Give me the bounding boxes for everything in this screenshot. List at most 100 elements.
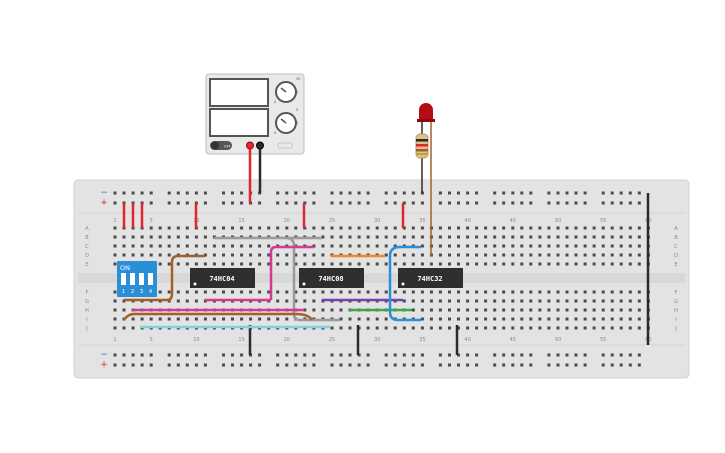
breadboard-hole[interactable] xyxy=(330,191,334,195)
breadboard-hole[interactable] xyxy=(339,308,343,312)
breadboard-hole[interactable] xyxy=(411,235,415,239)
breadboard-hole[interactable] xyxy=(203,253,207,257)
breadboard-hole[interactable] xyxy=(466,353,470,357)
breadboard-hole[interactable] xyxy=(628,253,632,257)
breadboard-hole[interactable] xyxy=(484,299,488,303)
breadboard-hole[interactable] xyxy=(556,363,560,367)
signal-wires[interactable] xyxy=(122,236,421,329)
breadboard-hole[interactable] xyxy=(375,235,379,239)
breadboard-hole[interactable] xyxy=(131,353,135,357)
breadboard-hole[interactable] xyxy=(402,326,406,330)
breadboard-hole[interactable] xyxy=(547,262,551,266)
breadboard-hole[interactable] xyxy=(357,262,361,266)
breadboard-hole[interactable] xyxy=(393,253,397,257)
breadboard-hole[interactable] xyxy=(375,262,379,266)
breadboard-hole[interactable] xyxy=(529,235,533,239)
breadboard-hole[interactable] xyxy=(113,353,117,357)
breadboard-hole[interactable] xyxy=(113,191,117,195)
breadboard-hole[interactable] xyxy=(384,353,388,357)
breadboard-hole[interactable] xyxy=(574,308,578,312)
breadboard-hole[interactable] xyxy=(185,226,189,230)
breadboard-hole[interactable] xyxy=(158,244,162,248)
breadboard-hole[interactable] xyxy=(511,290,515,294)
breadboard-hole[interactable] xyxy=(520,235,524,239)
breadboard-hole[interactable] xyxy=(565,363,569,367)
breadboard-hole[interactable] xyxy=(375,317,379,321)
breadboard-hole[interactable] xyxy=(176,235,180,239)
breadboard-hole[interactable] xyxy=(520,353,524,357)
breadboard-hole[interactable] xyxy=(348,191,352,195)
breadboard-hole[interactable] xyxy=(249,317,253,321)
breadboard-hole[interactable] xyxy=(411,262,415,266)
breadboard-hole[interactable] xyxy=(511,317,515,321)
breadboard-hole[interactable] xyxy=(637,317,641,321)
breadboard-hole[interactable] xyxy=(583,317,587,321)
breadboard-hole[interactable] xyxy=(420,226,424,230)
breadboard-hole[interactable] xyxy=(583,308,587,312)
breadboard-hole[interactable] xyxy=(475,317,479,321)
breadboard-hole[interactable] xyxy=(339,290,343,294)
dip-toggle[interactable] xyxy=(121,273,126,285)
breadboard-hole[interactable] xyxy=(610,353,614,357)
breadboard-hole[interactable] xyxy=(402,299,406,303)
breadboard-hole[interactable] xyxy=(203,191,207,195)
breadboard-hole[interactable] xyxy=(258,262,262,266)
breadboard-hole[interactable] xyxy=(312,290,316,294)
breadboard-hole[interactable] xyxy=(149,191,153,195)
breadboard-hole[interactable] xyxy=(547,244,551,248)
breadboard-hole[interactable] xyxy=(628,290,632,294)
breadboard-hole[interactable] xyxy=(222,353,225,357)
breadboard-hole[interactable] xyxy=(574,299,578,303)
breadboard-hole[interactable] xyxy=(547,308,551,312)
breadboard-hole[interactable] xyxy=(176,191,180,195)
breadboard-hole[interactable] xyxy=(592,326,596,330)
breadboard-hole[interactable] xyxy=(321,226,325,230)
breadboard-hole[interactable] xyxy=(619,363,623,367)
breadboard-hole[interactable] xyxy=(240,253,244,257)
breadboard-hole[interactable] xyxy=(547,191,551,195)
breadboard-hole[interactable] xyxy=(285,253,289,257)
breadboard-hole[interactable] xyxy=(366,191,370,195)
breadboard-hole[interactable] xyxy=(511,363,515,367)
breadboard-hole[interactable] xyxy=(601,353,605,357)
breadboard-hole[interactable] xyxy=(312,308,316,312)
breadboard-hole[interactable] xyxy=(592,299,596,303)
breadboard-hole[interactable] xyxy=(384,226,388,230)
breadboard-hole[interactable] xyxy=(149,244,153,248)
breadboard-hole[interactable] xyxy=(113,299,117,303)
breadboard-hole[interactable] xyxy=(366,290,370,294)
breadboard-hole[interactable] xyxy=(628,226,632,230)
breadboard-hole[interactable] xyxy=(258,244,262,248)
breadboard-hole[interactable] xyxy=(185,191,189,195)
breadboard-hole[interactable] xyxy=(384,235,388,239)
breadboard-hole[interactable] xyxy=(547,363,551,367)
breadboard-hole[interactable] xyxy=(357,317,361,321)
breadboard-hole[interactable] xyxy=(637,191,641,195)
breadboard-hole[interactable] xyxy=(520,226,524,230)
breadboard-hole[interactable] xyxy=(493,201,497,205)
breadboard-hole[interactable] xyxy=(339,244,343,248)
breadboard-hole[interactable] xyxy=(429,262,433,266)
breadboard-hole[interactable] xyxy=(556,253,560,257)
breadboard-hole[interactable] xyxy=(222,244,225,248)
breadboard-hole[interactable] xyxy=(212,317,216,321)
breadboard-hole[interactable] xyxy=(475,326,479,330)
breadboard-hole[interactable] xyxy=(348,363,352,367)
breadboard-hole[interactable] xyxy=(339,235,343,239)
breadboard-hole[interactable] xyxy=(222,363,225,367)
bottom-rail-jumpers[interactable] xyxy=(248,325,459,355)
breadboard-hole[interactable] xyxy=(547,226,551,230)
breadboard-hole[interactable] xyxy=(565,290,569,294)
breadboard-hole[interactable] xyxy=(231,262,234,266)
breadboard-hole[interactable] xyxy=(547,317,551,321)
breadboard-hole[interactable] xyxy=(637,201,641,205)
breadboard-hole[interactable] xyxy=(167,353,171,357)
breadboard-hole[interactable] xyxy=(556,308,560,312)
breadboard-hole[interactable] xyxy=(583,253,587,257)
breadboard-hole[interactable] xyxy=(502,244,506,248)
breadboard-hole[interactable] xyxy=(484,262,488,266)
breadboard-hole[interactable] xyxy=(222,290,225,294)
breadboard-hole[interactable] xyxy=(131,244,135,248)
breadboard-hole[interactable] xyxy=(122,353,126,357)
breadboard-hole[interactable] xyxy=(330,353,334,357)
